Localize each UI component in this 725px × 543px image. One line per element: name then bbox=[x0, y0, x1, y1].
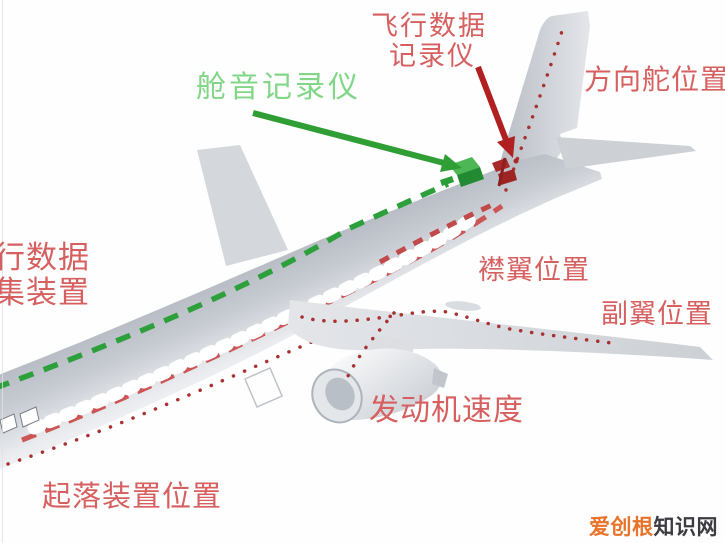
engine-exhaust bbox=[432, 368, 448, 388]
watermark-suffix: 知识网 bbox=[653, 515, 718, 539]
left-border-artifact bbox=[2, 0, 3, 543]
cockpit-windows bbox=[0, 406, 40, 434]
green-dashed-spine-line bbox=[0, 181, 450, 390]
cabin-windows-row bbox=[27, 209, 483, 435]
red-dotted-belly-line bbox=[6, 328, 342, 466]
horizontal-stabilizer bbox=[556, 137, 696, 169]
red-dashes-rear bbox=[378, 202, 494, 265]
watermark-brand: 爱创根 bbox=[589, 515, 654, 539]
green-arrow-icon bbox=[252, 110, 462, 172]
label-flight-data-recorder-line1: 飞行数据 bbox=[371, 11, 487, 42]
red-dotted-fin-line bbox=[504, 26, 565, 192]
far-wing bbox=[197, 145, 288, 266]
engine-intake-inner bbox=[325, 377, 355, 411]
label-landing-gear-position: 起落装置位置 bbox=[42, 479, 223, 513]
cockpit-voice-recorder-icon bbox=[440, 157, 484, 187]
label-flight-data-recorder-line2: 记录仪 bbox=[389, 41, 476, 72]
door-outline bbox=[244, 367, 283, 408]
vertical-stabilizer bbox=[497, 11, 590, 175]
label-data-collection-line1: 行数据 bbox=[0, 240, 90, 276]
site-watermark: 爱创根知识网 bbox=[589, 511, 718, 541]
label-data-collection-line2: 集装置 bbox=[0, 275, 90, 311]
flap-track-fairing bbox=[445, 301, 481, 311]
red-dotted-wing-line bbox=[300, 309, 614, 345]
red-arrow-icon bbox=[475, 65, 515, 158]
label-aileron-position: 副翼位置 bbox=[601, 299, 713, 330]
label-flap-position: 襟翼位置 bbox=[478, 255, 590, 286]
label-rudder-position: 方向舵位置 bbox=[584, 63, 725, 96]
label-engine-speed: 发动机速度 bbox=[369, 393, 524, 428]
label-data-collection-device: 行数据 集装置 bbox=[0, 241, 90, 311]
label-cockpit-voice-recorder: 舱音记录仪 bbox=[196, 70, 361, 105]
flight-data-recorder-icon bbox=[492, 157, 519, 187]
